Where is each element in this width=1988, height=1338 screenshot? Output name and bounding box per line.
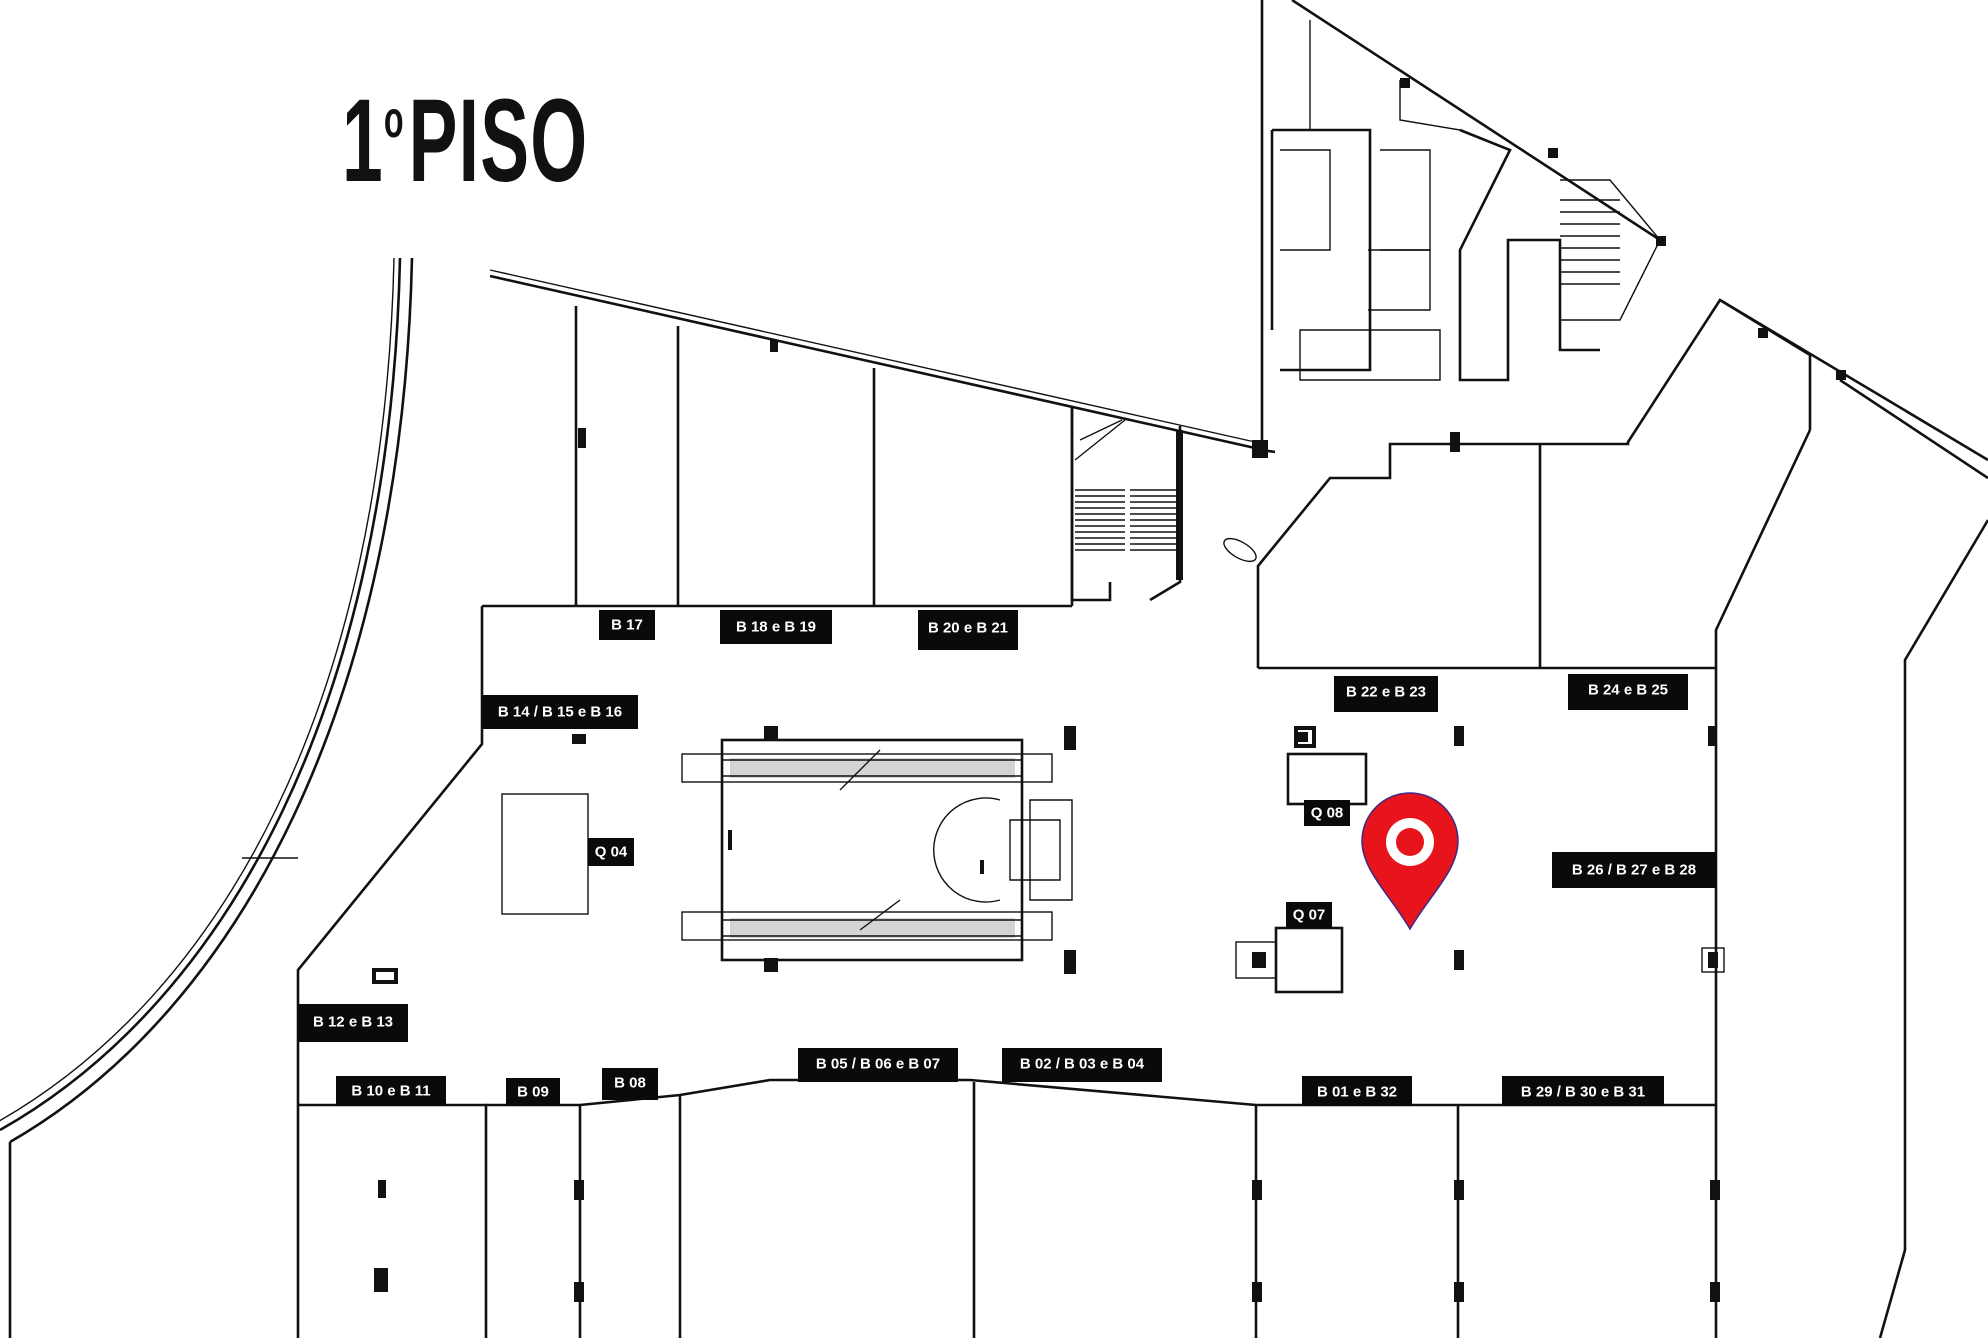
escalators bbox=[681, 726, 1073, 972]
svg-text:B 14 / B 15 e B 16: B 14 / B 15 e B 16 bbox=[498, 704, 622, 721]
svg-text:B 12 e B 13: B 12 e B 13 bbox=[313, 1014, 393, 1031]
svg-text:B 09: B 09 bbox=[517, 1084, 549, 1101]
svg-text:B 17: B 17 bbox=[611, 617, 643, 634]
store-label[interactable]: B 14 / B 15 e B 16 bbox=[482, 695, 638, 729]
store-label[interactable]: B 17 bbox=[599, 610, 655, 640]
svg-text:Q 08: Q 08 bbox=[1311, 805, 1344, 822]
svg-text:B 08: B 08 bbox=[614, 1075, 646, 1092]
svg-text:B 26 / B 27 e B 28: B 26 / B 27 e B 28 bbox=[1572, 862, 1696, 879]
store-label[interactable]: Q 07 bbox=[1286, 902, 1332, 928]
svg-text:B 02 / B 03 e B 04: B 02 / B 03 e B 04 bbox=[1020, 1056, 1145, 1073]
store-label[interactable]: B 08 bbox=[602, 1068, 658, 1100]
floor-ordinal: o bbox=[383, 91, 405, 149]
svg-text:B 01 e B 32: B 01 e B 32 bbox=[1317, 1084, 1397, 1101]
store-label[interactable]: B 02 / B 03 e B 04 bbox=[1002, 1048, 1162, 1082]
svg-text:B 18 e B 19: B 18 e B 19 bbox=[736, 619, 816, 636]
service-area bbox=[1252, 0, 1666, 458]
store-label[interactable]: B 01 e B 32 bbox=[1302, 1076, 1412, 1106]
south-shops bbox=[296, 1078, 1720, 1338]
store-label[interactable]: B 20 e B 21 bbox=[918, 610, 1018, 650]
svg-text:B 10 e B 11: B 10 e B 11 bbox=[351, 1083, 430, 1100]
svg-text:B 22 e B 23: B 22 e B 23 bbox=[1346, 684, 1426, 701]
store-label[interactable]: B 22 e B 23 bbox=[1334, 676, 1438, 712]
store-label[interactable]: B 09 bbox=[506, 1078, 560, 1106]
atrium-boundary bbox=[296, 298, 1988, 1338]
svg-text:Q 07: Q 07 bbox=[1293, 907, 1326, 924]
floor-title: 1oPISO bbox=[342, 82, 588, 200]
north-shops bbox=[482, 269, 1256, 608]
svg-text:Q 04: Q 04 bbox=[595, 844, 628, 861]
svg-text:B 20 e B 21: B 20 e B 21 bbox=[928, 620, 1008, 637]
staircase-north bbox=[1070, 406, 1183, 602]
svg-text:B 05 / B 06 e B 07: B 05 / B 06 e B 07 bbox=[816, 1056, 940, 1073]
kiosks bbox=[372, 726, 1725, 994]
store-label[interactable]: B 26 / B 27 e B 28 bbox=[1552, 852, 1716, 888]
store-label[interactable]: B 29 / B 30 e B 31 bbox=[1502, 1076, 1664, 1106]
store-label[interactable]: Q 04 bbox=[588, 838, 634, 866]
store-labels: B 17 B 18 e B 19 B 20 e B 21 B 14 / B 15… bbox=[298, 610, 1716, 1106]
floor-number: 1 bbox=[342, 75, 384, 207]
floor-label: PISO bbox=[408, 75, 589, 207]
store-label[interactable]: Q 08 bbox=[1304, 800, 1350, 826]
svg-text:B 24 e B 25: B 24 e B 25 bbox=[1588, 682, 1668, 699]
store-label[interactable]: B 18 e B 19 bbox=[720, 610, 832, 644]
store-label[interactable]: B 12 e B 13 bbox=[298, 1004, 408, 1042]
store-label[interactable]: B 05 / B 06 e B 07 bbox=[798, 1048, 958, 1082]
store-label[interactable]: B 10 e B 11 bbox=[336, 1076, 446, 1106]
location-pin-icon[interactable] bbox=[1361, 792, 1459, 931]
store-label[interactable]: B 24 e B 25 bbox=[1568, 674, 1688, 710]
svg-text:B 29 / B 30 e B 31: B 29 / B 30 e B 31 bbox=[1521, 1084, 1645, 1101]
curved-facade bbox=[0, 257, 414, 1338]
